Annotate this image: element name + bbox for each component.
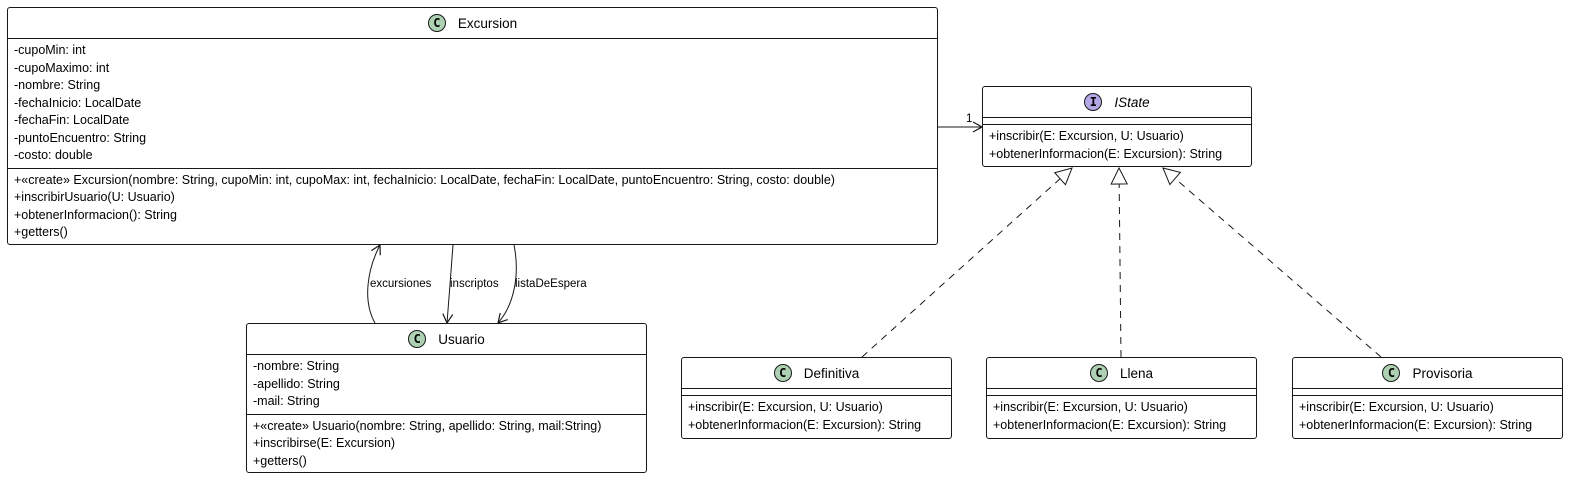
method: +inscribir(E: Excursion, U: Usuario) [1299,400,1494,414]
class-provisoria[interactable]: C Provisoria +inscribir(E: Excursion, U:… [1292,357,1563,439]
class-name: Definitiva [803,365,860,381]
attributes-section [1293,389,1562,396]
attribute: -puntoEncuentro: String [14,130,147,145]
class-badge-icon: C [1089,364,1108,382]
attribute: -cupoMin: int [14,43,86,57]
label-lista-de-espera: listaDeEspera [515,278,587,290]
class-excursion[interactable]: C Excursion -cupoMin: int -cupoMaximo: i… [7,7,938,245]
attributes-section: -cupoMin: int -cupoMaximo: int -nombre: … [8,39,937,169]
attributes-section [682,389,951,396]
methods-section: +inscribir(E: Excursion, U: Usuario) +ob… [682,396,951,437]
attribute: -fechaFin: LocalDate [14,113,130,127]
method: +obtenerInformacion(E: Excursion): Strin… [989,146,1223,161]
class-header: I IState [983,87,1251,118]
interface-badge-icon: I [1084,93,1103,111]
attribute: -nombre: String [14,78,101,92]
methods-section: +«create» Excursion(nombre: String, cupo… [8,169,937,245]
attribute: -costo: double [14,148,93,162]
method: +inscribir(E: Excursion, U: Usuario) [993,400,1188,414]
method: +inscribirUsuario(U: Usuario) [14,190,175,204]
label-inscriptos: inscriptos [450,278,499,290]
attribute: -cupoMaximo: int [14,60,110,75]
class-header: C Llena [987,358,1256,389]
class-header: C Usuario [247,324,646,355]
method: +obtenerInformacion(E: Excursion): Strin… [1299,417,1533,432]
edge-excursiones [367,243,381,324]
edge-inscriptos [442,244,454,325]
class-llena[interactable]: C Llena +inscribir(E: Excursion, U: Usua… [986,357,1257,439]
edge-llena-istate [1110,166,1128,358]
class-badge-icon: C [408,330,427,348]
class-name: Excursion [457,15,518,31]
class-badge-icon: C [427,14,446,32]
interface-istate[interactable]: I IState +inscribir(E: Excursion, U: Usu… [982,86,1252,167]
label-multiplicity: 1 [966,113,973,125]
edge-lista-de-espera [497,244,517,324]
attribute: -apellido: String [253,376,340,391]
methods-section: +inscribir(E: Excursion, U: Usuario) +ob… [983,125,1251,166]
methods-section: +«create» Usuario(nombre: String, apelli… [247,415,646,474]
class-header: C Provisoria [1293,358,1562,389]
class-badge-icon: C [1382,364,1401,382]
method: +«create» Usuario(nombre: String, apelli… [253,418,602,433]
attributes-section [987,389,1256,396]
attribute: -nombre: String [253,359,340,373]
class-badge-icon: C [773,364,792,382]
edge-provisoria-istate [1162,167,1382,358]
method: +obtenerInformacion(E: Excursion): Strin… [688,417,922,432]
class-usuario[interactable]: C Usuario -nombre: String -apellido: Str… [246,323,647,473]
methods-section: +inscribir(E: Excursion, U: Usuario) +ob… [1293,396,1562,437]
class-name: Provisoria [1412,365,1473,381]
methods-section: +inscribir(E: Excursion, U: Usuario) +ob… [987,396,1256,437]
method: +inscribirse(E: Excursion) [253,436,396,450]
method: +getters() [253,453,307,468]
method: +obtenerInformacion(): String [14,207,177,222]
class-name: Llena [1119,365,1154,381]
class-name: Usuario [438,331,485,347]
attribute: -fechaInicio: LocalDate [14,95,142,110]
class-header: C Excursion [8,8,937,39]
method: +inscribir(E: Excursion, U: Usuario) [688,400,883,414]
edge-definitiva-istate [861,167,1073,358]
label-excursiones: excursiones [370,278,432,290]
attributes-section: -nombre: String -apellido: String -mail:… [247,355,646,415]
method: +«create» Excursion(nombre: String, cupo… [14,172,835,187]
attributes-section [983,118,1251,125]
class-definitiva[interactable]: C Definitiva +inscribir(E: Excursion, U:… [681,357,952,439]
class-name: IState [1114,94,1150,110]
class-header: C Definitiva [682,358,951,389]
method: +obtenerInformacion(E: Excursion): Strin… [993,417,1227,432]
method: +inscribir(E: Excursion, U: Usuario) [989,129,1184,143]
attribute: -mail: String [253,394,320,408]
method: +getters() [14,225,68,239]
